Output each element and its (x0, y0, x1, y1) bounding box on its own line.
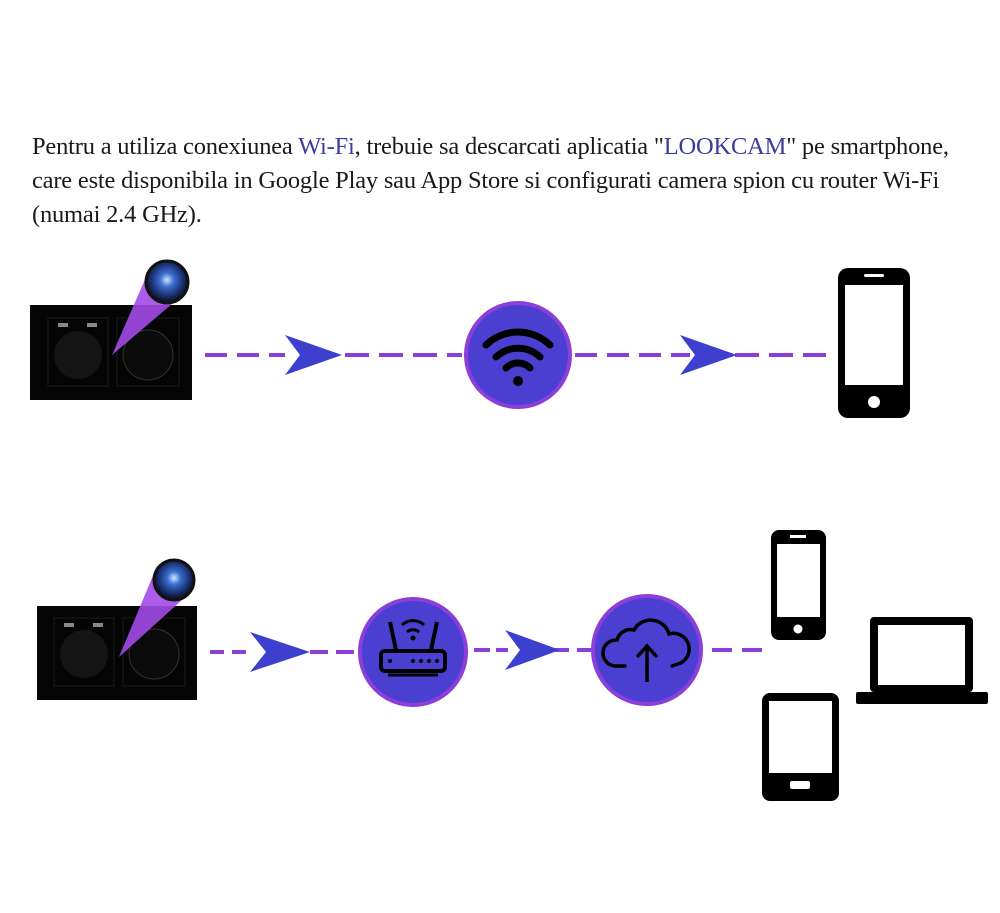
dash-line-2 (210, 648, 765, 654)
socket-outlet (60, 630, 108, 678)
smartphone-icon (838, 268, 910, 418)
camera-lens-icon (144, 259, 190, 305)
intro-part3: " pe smartphone, care este disponibila i… (32, 133, 949, 228)
intro-part1: Pentru a utiliza conexiunea (32, 133, 299, 160)
socket-outlet (54, 331, 102, 379)
router-icon (358, 597, 468, 707)
arrow-icon (285, 335, 342, 375)
cloud-upload-icon (591, 594, 703, 706)
socket-outlet (128, 628, 180, 680)
tablet-icon (762, 693, 839, 801)
arrow-icon (505, 630, 560, 670)
laptop-icon (856, 617, 988, 704)
intro-text: Pentru a utiliza conexiunea Wi-Fi, trebu… (32, 130, 972, 232)
wifi-highlight: Wi-Fi (298, 133, 355, 160)
wifi-icon (464, 301, 572, 409)
socket-outlet (122, 329, 174, 381)
app-name-highlight: LOOKCAM (663, 133, 787, 160)
camera-socket-1 (30, 259, 192, 400)
arrow-icon (680, 335, 737, 375)
arrow-icon (250, 632, 310, 672)
smartphone-small-icon (771, 530, 826, 640)
intro-part2: , trebuie sa descarcati aplicatia " (354, 133, 664, 160)
camera-socket-2 (37, 558, 197, 700)
camera-lens-icon (152, 558, 196, 602)
